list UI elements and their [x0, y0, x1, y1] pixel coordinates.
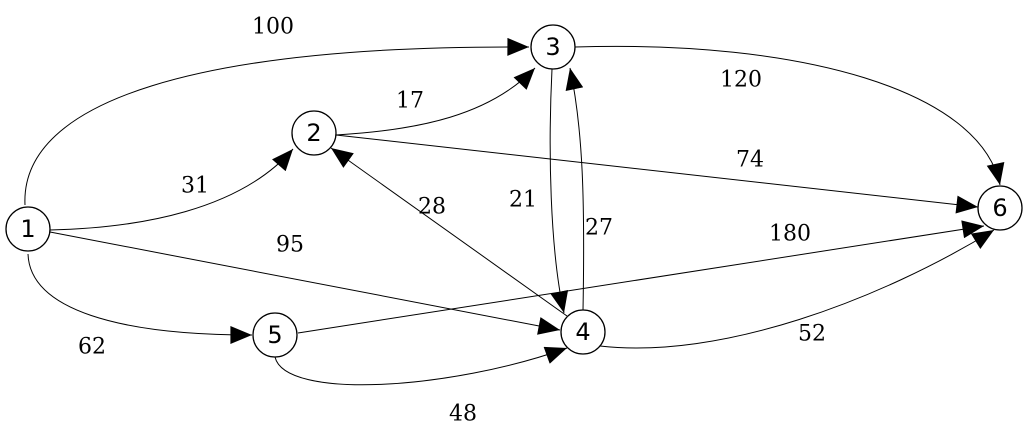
node-4-label: 4 — [575, 318, 590, 346]
weight-4-3: 27 — [585, 216, 613, 241]
weight-4-6: 52 — [798, 322, 826, 347]
edges — [24, 37, 1005, 386]
node-4-circle — [560, 309, 606, 355]
edge-4-3 — [565, 67, 585, 312]
weight-3-6: 120 — [720, 68, 762, 93]
node-5-label: 5 — [267, 321, 282, 349]
node-1-circle — [5, 206, 51, 252]
node-6-label: 6 — [992, 194, 1007, 222]
edge-weights: 100 31 95 62 17 74 28 21 27 120 180 52 4… — [78, 15, 826, 427]
node-1: 1 — [5, 206, 51, 252]
node-3: 3 — [530, 24, 576, 70]
nodes: 1 2 3 4 5 6 — [5, 24, 1023, 358]
node-3-label: 3 — [545, 33, 560, 61]
edge-3-4 — [549, 68, 569, 314]
weight-5-6: 180 — [769, 222, 811, 247]
weight-2-6: 74 — [736, 148, 764, 173]
edge-4-2 — [330, 147, 568, 317]
node-4: 4 — [560, 309, 606, 355]
edge-1-2 — [49, 148, 294, 231]
edge-1-4 — [49, 231, 561, 335]
weight-1-4: 95 — [276, 233, 304, 258]
weight-1-2: 31 — [181, 174, 209, 199]
weight-1-3: 100 — [252, 15, 294, 40]
edge-5-4 — [274, 346, 568, 386]
edge-2-3 — [335, 67, 536, 136]
edge-5-6 — [297, 220, 985, 334]
edge-4-6 — [599, 229, 995, 349]
weight-2-3: 17 — [396, 89, 424, 114]
node-2-label: 2 — [306, 119, 321, 147]
weight-1-5: 62 — [78, 335, 106, 360]
weight-5-4: 48 — [449, 402, 477, 427]
edge-1-5 — [27, 253, 253, 344]
weight-4-2: 28 — [418, 195, 446, 220]
node-1-label: 1 — [20, 215, 35, 243]
node-2-circle — [291, 110, 337, 156]
weight-3-4: 21 — [509, 188, 537, 213]
node-6: 6 — [977, 185, 1023, 231]
node-5-circle — [252, 312, 298, 358]
node-6-circle — [977, 185, 1023, 231]
node-3-circle — [530, 24, 576, 70]
edge-1-3 — [24, 37, 530, 206]
edge-3-6 — [574, 45, 1005, 186]
node-5: 5 — [252, 312, 298, 358]
node-2: 2 — [291, 110, 337, 156]
edge-2-6 — [335, 134, 979, 214]
